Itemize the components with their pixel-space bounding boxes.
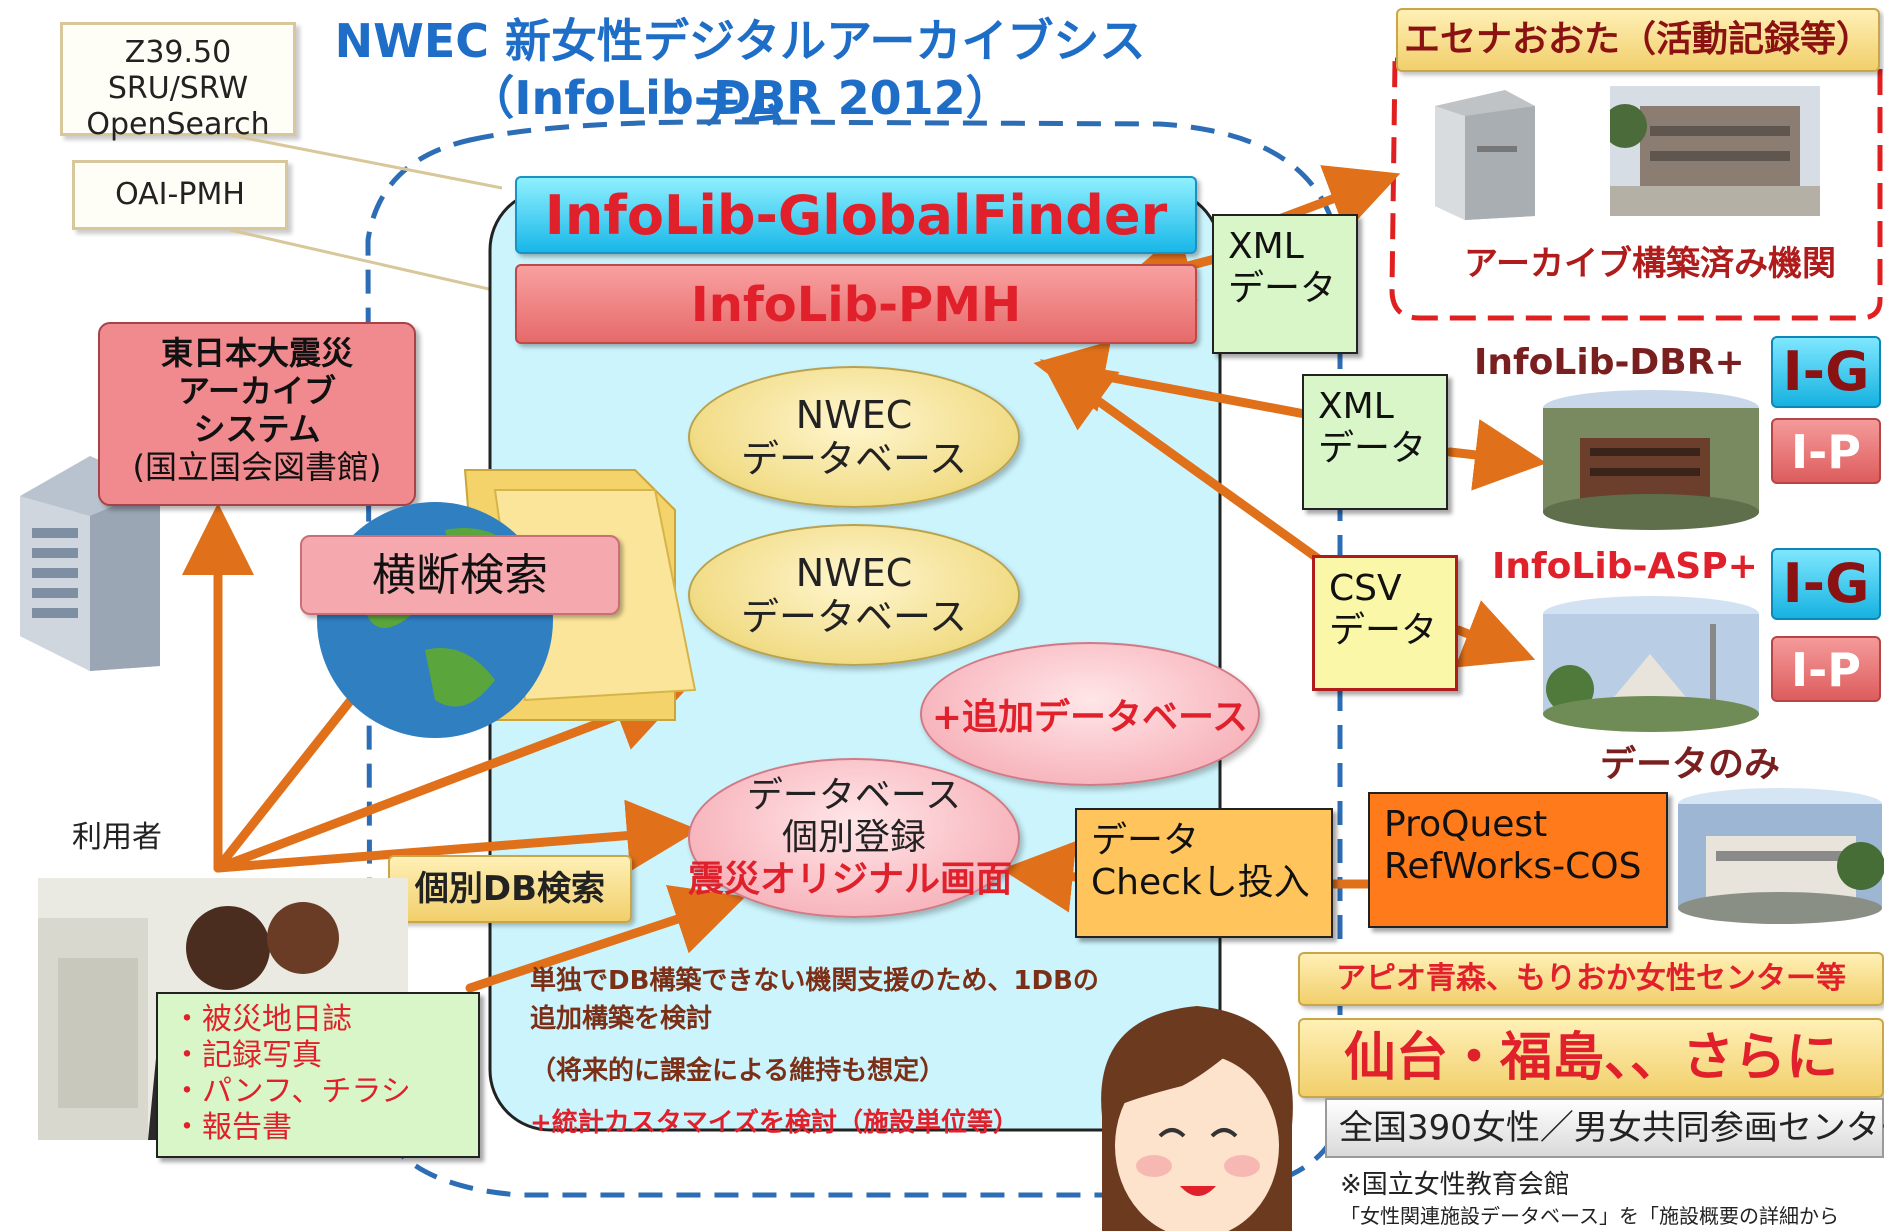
arrow-materials-to-individual bbox=[465, 885, 746, 993]
national-centers-banner: 全国390女性／男女共同参画センター bbox=[1325, 1098, 1884, 1158]
archive-line4: (国立国会図書館) bbox=[132, 448, 382, 486]
dbr-ig-badge: I-G bbox=[1771, 336, 1881, 408]
facility-database-note: 「女性関連施設データベース」を「施設概要の詳細から bbox=[1340, 1204, 1839, 1228]
material-photos: ・記録写真 bbox=[172, 1038, 322, 1073]
arrow-user-to-individual bbox=[213, 799, 699, 873]
xml-data-2-line1: XML bbox=[1318, 386, 1394, 427]
protocol-callout-oai: OAI-PMH bbox=[72, 160, 288, 230]
csv-data-note: CSV データ bbox=[1312, 555, 1458, 691]
material-diary: ・被災地日誌 bbox=[172, 1002, 352, 1037]
nwec-note: ※国立女性教育会館 bbox=[1340, 1170, 1570, 1200]
protocol-sru: SRU/SRW bbox=[107, 71, 249, 106]
apio-aomori-banner: アピオ青森、もりおか女性センター等 bbox=[1298, 952, 1884, 1006]
proquest-note: ProQuest RefWorks-COS bbox=[1368, 792, 1668, 928]
core-note-line3: （将来的に課金による維持も想定） bbox=[530, 1056, 946, 1086]
asp-building-cylinder bbox=[1543, 596, 1759, 732]
csv-data-line2: データ bbox=[1329, 610, 1438, 651]
nwec-database-2-line2: データベース bbox=[740, 595, 968, 639]
arrow-csv-to-asp bbox=[1453, 600, 1536, 668]
protocol-z3950: Z39.50 bbox=[124, 35, 232, 70]
data-check-line1: データ bbox=[1091, 820, 1200, 861]
csv-data-line1: CSV bbox=[1329, 568, 1402, 609]
archive-line3: システム bbox=[193, 410, 321, 448]
archive-line1: 東日本大震災 bbox=[160, 334, 353, 372]
asp-ip-badge: I-P bbox=[1771, 636, 1881, 702]
individual-db-search-label: 個別DB検索 bbox=[388, 855, 632, 923]
data-only-building-cylinder bbox=[1678, 788, 1884, 924]
diagram-title-line2: （InfoLib-DBR 2012） bbox=[468, 71, 1012, 125]
proquest-line1: ProQuest bbox=[1384, 804, 1548, 845]
user-label: 利用者 bbox=[72, 820, 162, 855]
callout-pointer-search bbox=[229, 133, 503, 190]
proquest-line2: RefWorks-COS bbox=[1384, 846, 1642, 887]
archive-built-label: アーカイブ構築済み機関 bbox=[1464, 244, 1836, 284]
data-check-note: データ Checkし投入 bbox=[1075, 808, 1333, 938]
additional-database-label: +追加データベース bbox=[931, 697, 1249, 738]
diagram-title-line1: NWEC 新女性デジタルアーカイブシステム bbox=[334, 14, 1146, 134]
nwec-database-1-line1: NWEC bbox=[795, 393, 913, 437]
esena-ota-header: エセナおおた（活動記録等） bbox=[1396, 8, 1880, 72]
arrow-csv-to-core bbox=[1040, 359, 1325, 565]
dbr-ip-badge: I-P bbox=[1771, 418, 1881, 484]
data-only-label: データのみ bbox=[1599, 744, 1780, 785]
nwec-database-2: NWEC データベース bbox=[688, 524, 1020, 666]
cross-search-label: 横断検索 bbox=[300, 535, 620, 615]
nwec-database-2-line1: NWEC bbox=[795, 551, 913, 595]
disaster-original-screen: 震災オリジナル画面 bbox=[687, 859, 1012, 900]
core-note-line2: 追加構築を検討 bbox=[530, 1004, 713, 1034]
data-check-line2: Checkし投入 bbox=[1091, 862, 1310, 903]
xml-data-note-2: XML データ bbox=[1302, 374, 1448, 510]
xml-data-1-line1: XML bbox=[1228, 226, 1304, 267]
system-boundary-dashed bbox=[365, 119, 1343, 1198]
infolib-pmh-bar: InfoLib-PMH bbox=[515, 264, 1197, 344]
asp-ig-badge: I-G bbox=[1771, 548, 1881, 620]
sendai-fukushima-banner: 仙台・福島、、さらに bbox=[1298, 1018, 1884, 1098]
arrow-xml2-to-dbr bbox=[1445, 419, 1547, 491]
core-note-line1: 単独でDB構築できない機関支援のため、1DBの bbox=[530, 966, 1099, 996]
archive-building-photo bbox=[1610, 86, 1820, 216]
material-pamphlets: ・パンフ、チラシ bbox=[172, 1074, 411, 1109]
infolib-asp-plus-label: InfoLib-ASP+ bbox=[1492, 546, 1758, 587]
protocol-callout-search: Z39.50 SRU/SRW OpenSearch bbox=[60, 22, 296, 142]
xml-data-1-line2: データ bbox=[1228, 268, 1337, 309]
cartoon-woman-illustration bbox=[1101, 1006, 1293, 1231]
xml-data-note-1: XML データ bbox=[1212, 214, 1358, 354]
additional-database: +追加データベース bbox=[920, 642, 1260, 786]
server-icon bbox=[1435, 90, 1535, 220]
xml-data-2-line2: データ bbox=[1318, 428, 1427, 469]
great-east-japan-archive-box: 東日本大震災 アーカイブ システム (国立国会図書館) bbox=[98, 322, 416, 506]
core-note-line4: +統計カスタマイズを検討（施設単位等） bbox=[530, 1108, 1020, 1138]
archive-built-dashed bbox=[1389, 57, 1883, 321]
nwec-database-1: NWEC データベース bbox=[688, 366, 1020, 508]
material-reports: ・報告書 bbox=[172, 1110, 292, 1145]
infolib-dbr-plus-label: InfoLib-DBR+ bbox=[1474, 342, 1745, 383]
materials-note: ・被災地日誌 ・記録写真 ・パンフ、チラシ ・報告書 bbox=[156, 992, 480, 1158]
nwec-database-1-line2: データベース bbox=[740, 437, 968, 481]
individual-registration-line2: 個別登録 bbox=[781, 817, 926, 858]
individual-registration-line1: データベース bbox=[746, 775, 962, 816]
building-icon bbox=[20, 456, 160, 671]
arrow-user-to-folder bbox=[213, 682, 686, 873]
callout-pointer-oai bbox=[229, 228, 503, 294]
infolib-globalfinder-bar: InfoLib-GlobalFinder bbox=[515, 176, 1197, 254]
archive-line2: アーカイブ bbox=[177, 372, 337, 410]
dbr-building-cylinder bbox=[1543, 390, 1759, 530]
individual-registration-database: データベース 個別登録 震災オリジナル画面 bbox=[688, 758, 1020, 918]
